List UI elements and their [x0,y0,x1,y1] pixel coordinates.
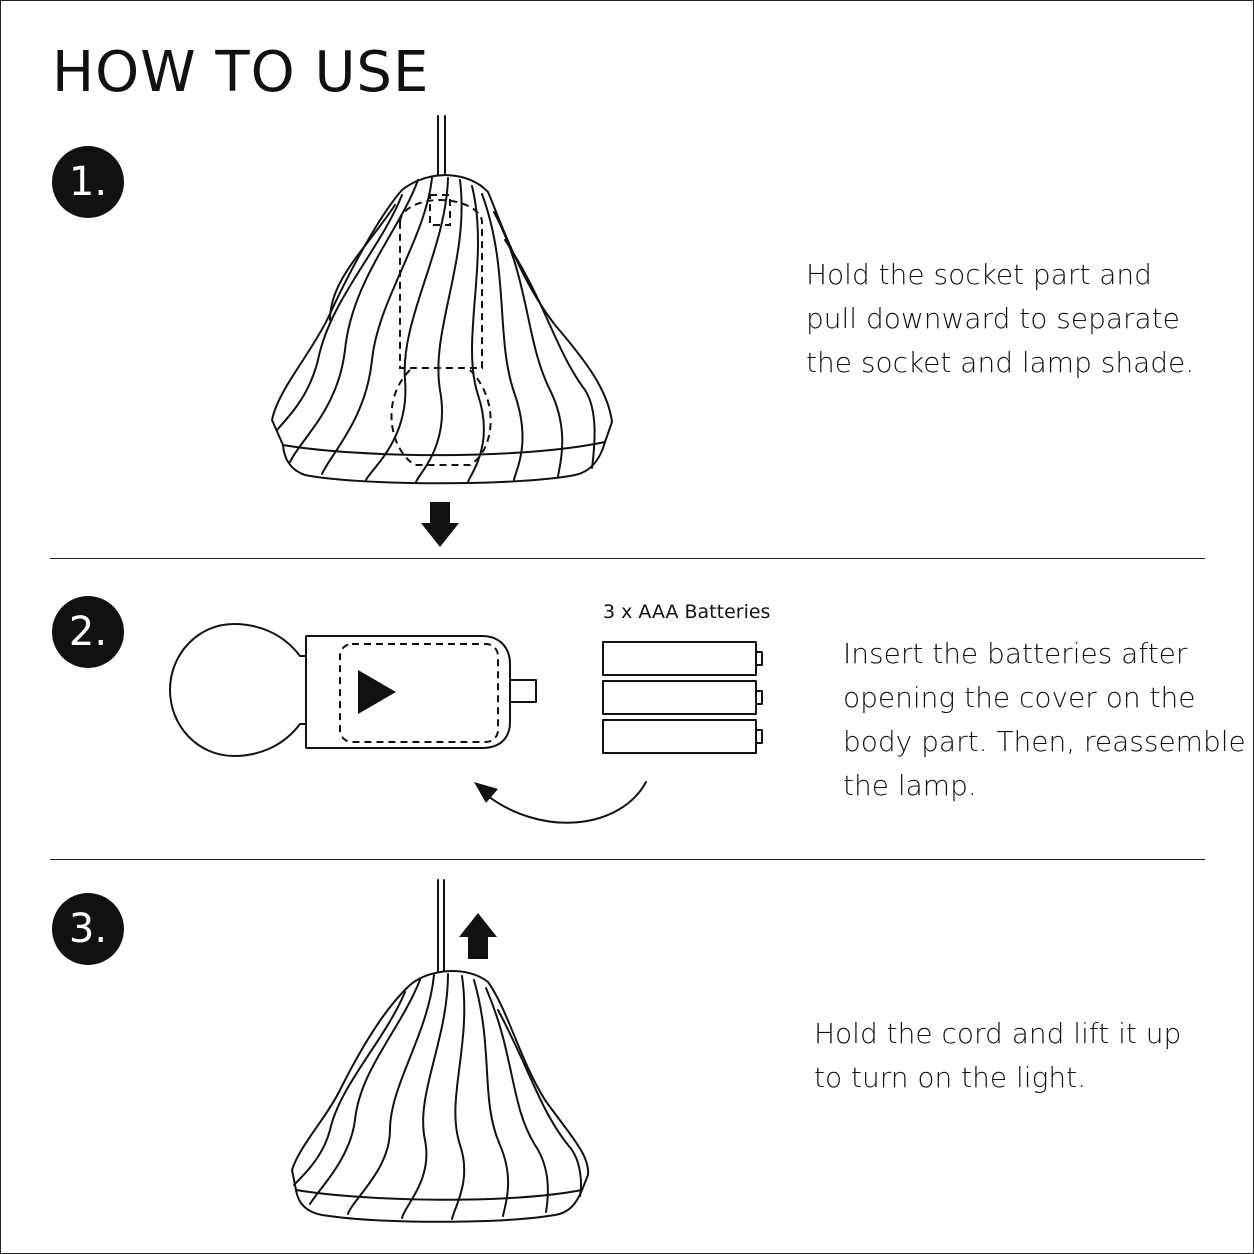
socket-tab [509,679,537,703]
section-divider [50,558,1205,559]
step-2-line: opening the cover on the [843,681,1196,714]
socket-body-step-2 [169,623,537,757]
batteries [602,641,763,754]
step-1-line: the socket and lamp shade. [806,346,1195,379]
bulb-circle [169,623,307,757]
aaa-battery [602,641,757,676]
step-3-text: Hold the cord and lift it up to turn on … [814,1012,1181,1100]
step-3-line: to turn on the light. [814,1061,1087,1094]
aaa-battery [602,719,757,754]
lamp-shade-step-3 [291,879,590,1223]
lamp-shade-step-1 [271,115,613,485]
step-1-text: Hold the socket part and pull downward t… [806,253,1194,385]
socket-top-dashed [429,194,451,226]
aaa-battery [602,680,757,715]
down-arrow-icon [421,502,459,547]
step-3-badge: 3. [52,893,124,965]
up-arrow-icon [459,913,497,959]
battery-terminal [755,651,763,666]
step-2-line: the lamp. [843,769,977,802]
step-2-line: Insert the batteries after [843,637,1188,670]
step-1-line: pull downward to separate [806,302,1180,335]
page-title: HOW TO USE [52,40,430,105]
socket-housing [305,635,511,749]
battery-terminal [755,729,763,744]
shade-rim [295,1189,583,1201]
socket-dashed-outline [399,198,483,369]
step-1-badge: 1. [52,146,124,218]
battery-terminal [755,690,763,705]
curved-arrow-icon [474,781,647,824]
play-triangle-icon [358,670,396,714]
step-2-line: body part. Then, reassemble [843,725,1246,758]
step-2-badge: 2. [52,596,124,668]
step-2-text: Insert the batteries after opening the c… [843,632,1246,808]
bulb-dashed-outline [390,369,492,466]
step-3-line: Hold the cord and lift it up [814,1017,1182,1050]
shade-rim [282,441,606,457]
battery-cover-dashed [339,643,499,743]
shade-body [291,970,590,1223]
shade-ribs [293,973,582,1220]
step-1-line: Hold the socket part and [806,258,1152,291]
section-divider [50,859,1205,860]
battery-label: 3 x AAA Batteries [603,601,771,623]
shade-ribs [276,177,596,483]
